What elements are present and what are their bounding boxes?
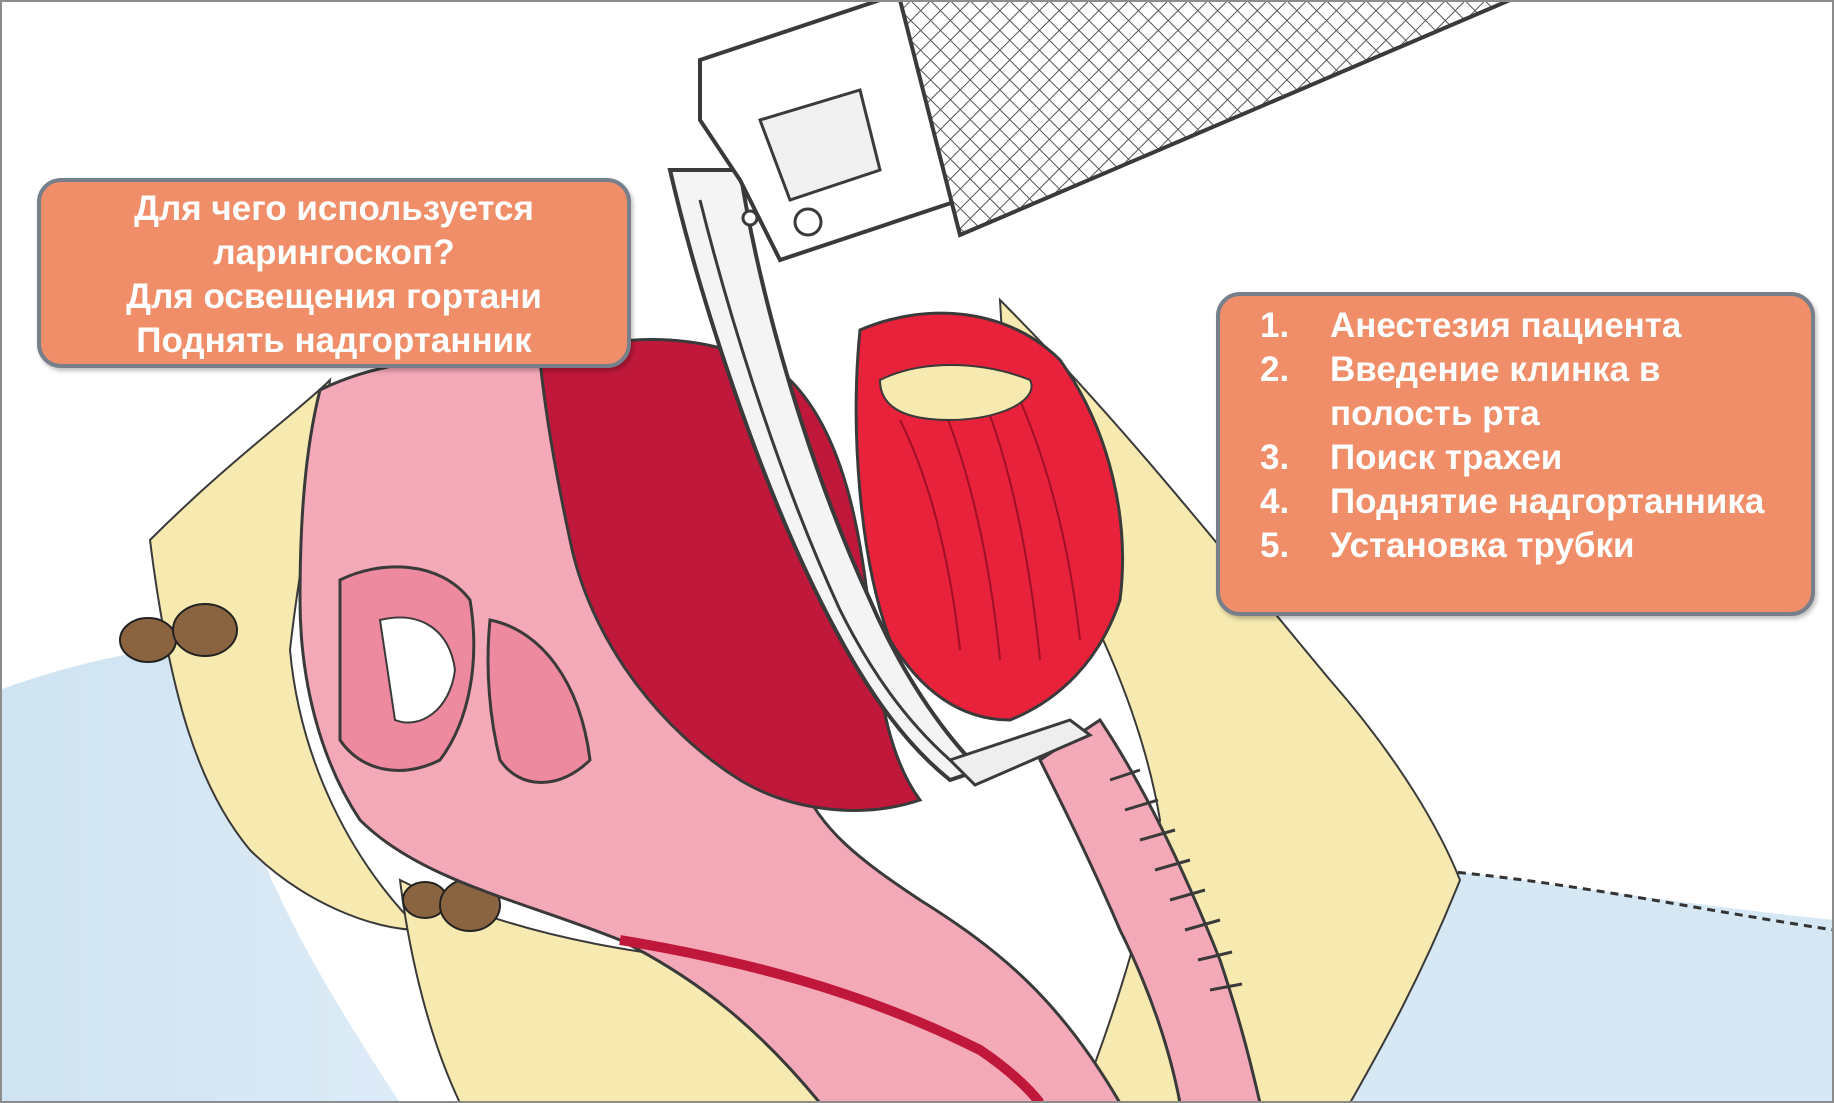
answer-line-2: Поднять надгортанник (41, 319, 627, 363)
step-number: 2. (1220, 348, 1330, 436)
step-number: 3. (1220, 436, 1330, 480)
step-text: Поиск трахеи (1330, 436, 1811, 480)
step-item: 4. Поднятие надгортанника (1220, 480, 1811, 524)
head-screw-large (795, 209, 821, 235)
question-callout: Для чего используется ларингоскоп? Для о… (37, 178, 631, 368)
question-line-1: Для чего используется (41, 187, 627, 231)
step-number: 5. (1220, 524, 1330, 568)
step-item: 3. Поиск трахеи (1220, 436, 1811, 480)
step-text: Анестезия пациента (1330, 304, 1811, 348)
step-number: 4. (1220, 480, 1330, 524)
step-item: 5. Установка трубки (1220, 524, 1811, 568)
step-text: Поднятие надгортанника (1330, 480, 1811, 524)
step-text: Установка трубки (1330, 524, 1811, 568)
step-number: 1. (1220, 304, 1330, 348)
answer-line-1: Для освещения гортани (41, 275, 627, 319)
step-item: 2. Введение клинка в полость рта (1220, 348, 1811, 436)
bone-2 (173, 604, 237, 656)
steps-callout: 1. Анестезия пациента 2. Введение клинка… (1216, 292, 1815, 616)
bone-1 (120, 618, 176, 662)
step-text: Введение клинка в полость рта (1330, 348, 1811, 436)
laryngoscope-handle (900, 0, 1510, 235)
head-screw-small (743, 211, 757, 225)
question-line-2: ларингоскоп? (41, 231, 627, 275)
step-item: 1. Анестезия пациента (1220, 304, 1811, 348)
